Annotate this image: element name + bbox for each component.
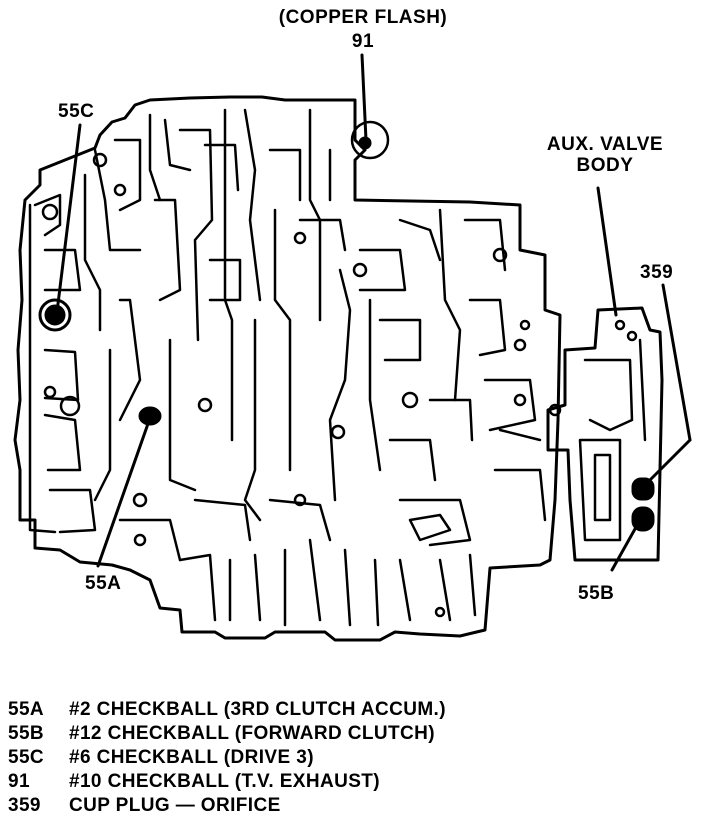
checkball-91-ring [350, 120, 390, 160]
callout-55a-label: 55A [85, 573, 122, 594]
legend-code: 55C [8, 747, 45, 768]
checkball-55a [138, 406, 162, 426]
legend-text: #12 CHECKBALL (FORWARD CLUTCH) [69, 723, 435, 744]
port-holes [41, 152, 531, 618]
checkball-55c-ring [38, 298, 72, 332]
legend-text: #2 CHECKBALL (3RD CLUTCH ACCUM.) [69, 699, 446, 720]
aux-valve-body-outline [546, 306, 664, 562]
legend-code: 359 [8, 795, 41, 816]
aux-valve-label-line2: BODY [576, 155, 634, 176]
legend-row: 359 CUP PLUG — ORIFICE [8, 794, 608, 818]
legend-code: 55B [8, 723, 45, 744]
legend-row: 91 #10 CHECKBALL (T.V. EXHAUST) [8, 770, 608, 794]
legend-code: 91 [8, 771, 30, 792]
main-valve-body-outline [13, 95, 562, 642]
legend-text: CUP PLUG — ORIFICE [69, 795, 281, 816]
legend-text: #10 CHECKBALL (T.V. EXHAUST) [69, 771, 381, 792]
callout-91-label: 91 [351, 31, 375, 52]
internal-passages [28, 108, 547, 627]
callout-359-label: 359 [640, 262, 674, 283]
legend-row: 55C #6 CHECKBALL (DRIVE 3) [8, 746, 608, 770]
aux-valve-body-passages [548, 319, 647, 542]
leader-lines [55, 53, 692, 572]
checkball-55c [44, 304, 66, 326]
legend-row: 55B #12 CHECKBALL (FORWARD CLUTCH) [8, 722, 608, 746]
legend-code: 55A [8, 699, 45, 720]
legend-text: #6 CHECKBALL (DRIVE 3) [69, 747, 314, 768]
callout-55b-label: 55B [578, 583, 615, 604]
callout-55c-label: 55C [58, 101, 95, 122]
legend: 55A #2 CHECKBALL (3RD CLUTCH ACCUM.) 55B… [8, 698, 608, 818]
aux-valve-label-line1: AUX. VALVE [546, 134, 664, 155]
legend-row: 55A #2 CHECKBALL (3RD CLUTCH ACCUM.) [8, 698, 608, 722]
copper-flash-label: (COPPER FLASH) [278, 7, 448, 28]
